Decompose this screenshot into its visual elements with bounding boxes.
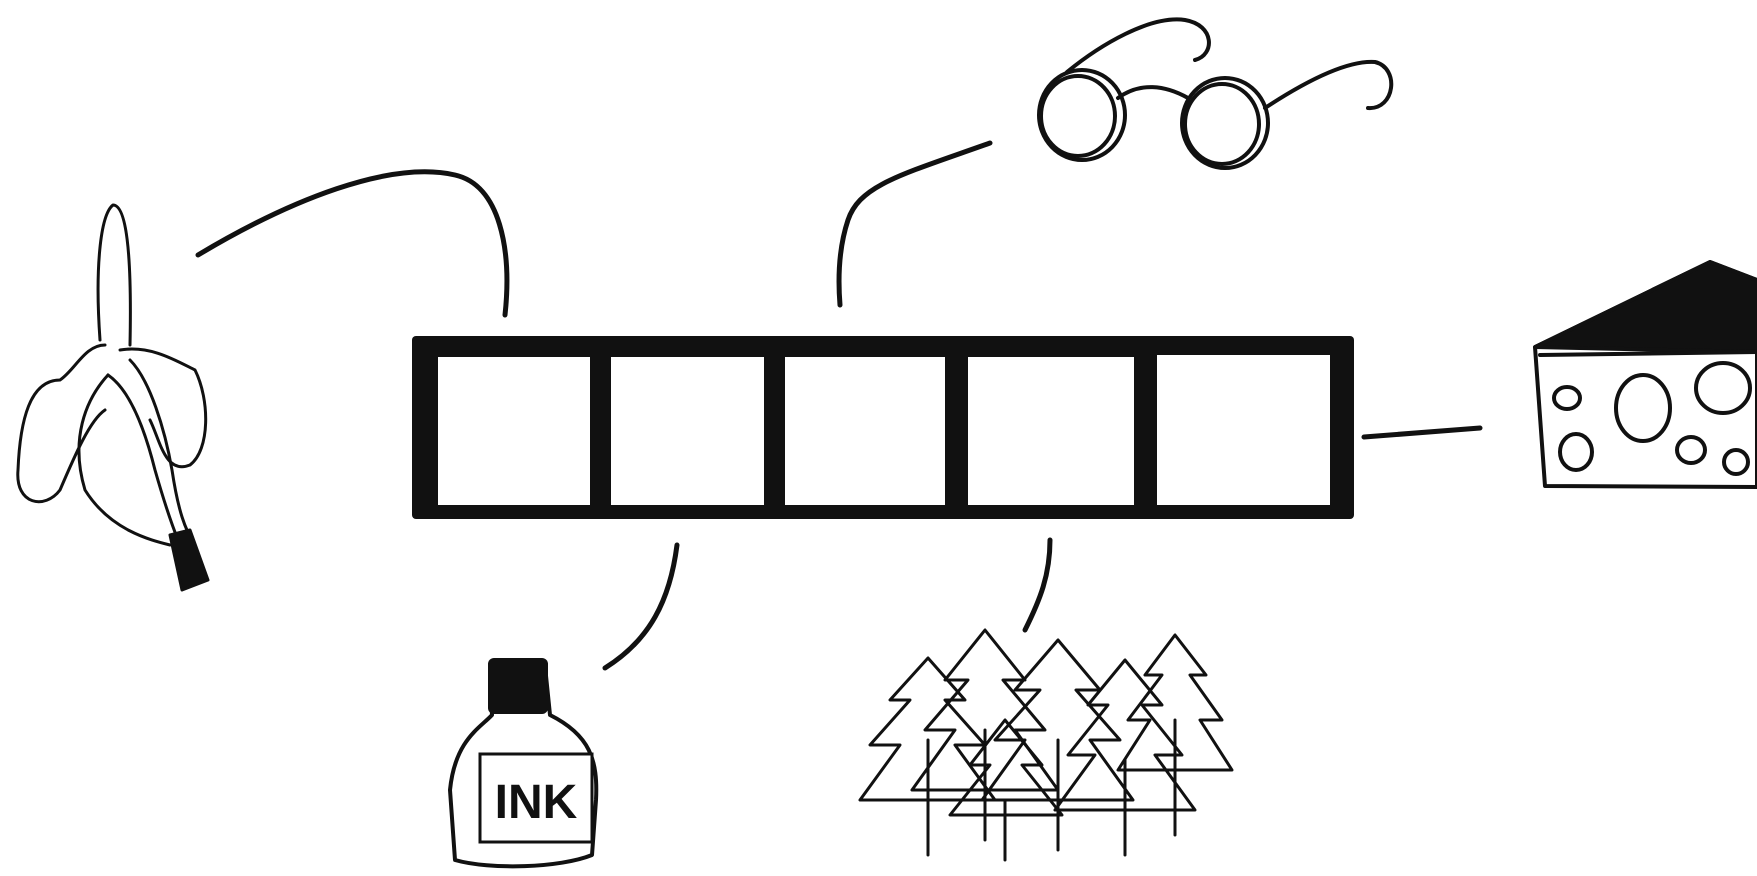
tree-icon — [858, 656, 997, 857]
tree-icon — [1053, 658, 1197, 857]
ink-label: INK — [495, 776, 578, 829]
forest-icon — [858, 628, 1234, 862]
ink-bottle-icon: INK — [448, 658, 599, 869]
tree-icon — [910, 628, 1060, 842]
connectors — [195, 140, 1483, 671]
connector-ink — [602, 542, 680, 671]
banana-icon — [16, 203, 210, 592]
glasses-icon — [1037, 17, 1394, 170]
box-1 — [438, 357, 590, 505]
connector-forest — [1022, 537, 1053, 633]
cheese-icon — [1533, 260, 1757, 489]
box-2 — [611, 357, 764, 505]
connector-glasses — [836, 140, 993, 308]
connector-cheese — [1361, 425, 1483, 440]
box-5 — [1157, 355, 1330, 505]
box-4 — [968, 357, 1134, 505]
box-3 — [785, 357, 945, 505]
box-strip — [412, 336, 1354, 519]
tree-icon — [980, 638, 1135, 852]
tree-icon — [1116, 633, 1234, 837]
connector-banana — [195, 169, 510, 318]
tree-icon — [948, 718, 1064, 862]
